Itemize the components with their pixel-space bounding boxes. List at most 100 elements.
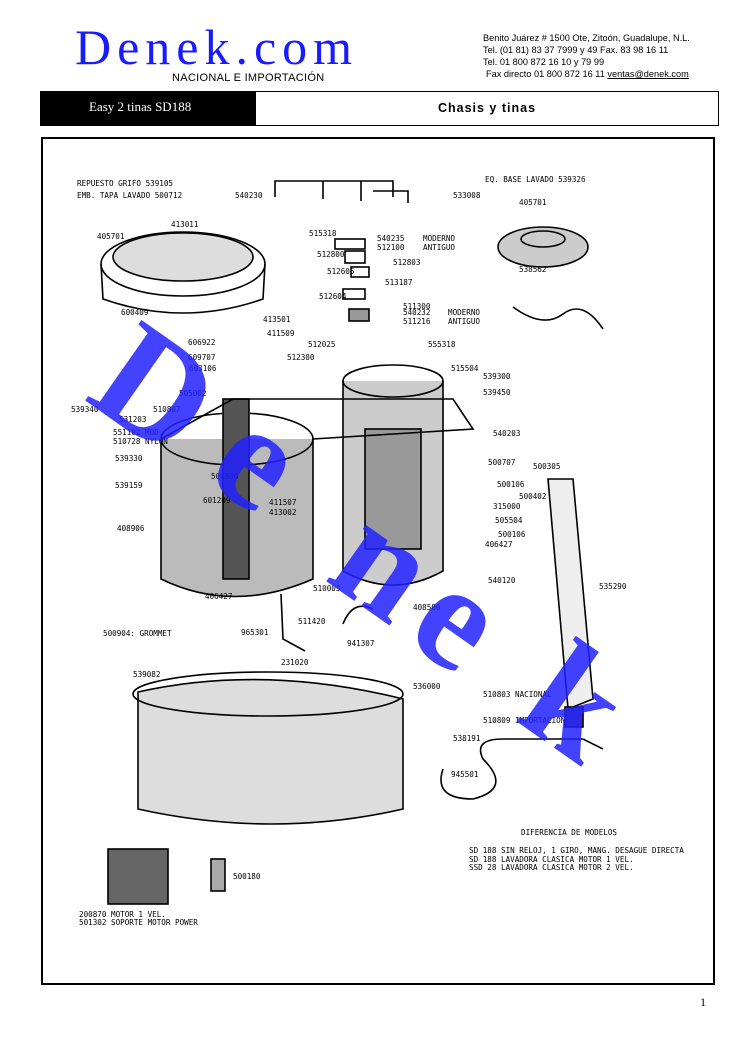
part-label: 539330 xyxy=(115,454,143,463)
part-label: 510809 IMPORTACION xyxy=(483,716,566,725)
contact-address: Benito Juárez # 1500 Ote, Zitoón, Guadal… xyxy=(483,33,690,43)
part-label: 411507 xyxy=(269,498,296,507)
valve-stack xyxy=(334,238,370,322)
motor-sleeve xyxy=(210,858,226,892)
part-label: SSD 28 LAVADORA CLASICA MOTOR 2 VEL. xyxy=(469,863,634,872)
part-label: 408500 xyxy=(413,603,441,612)
part-label: 603106 xyxy=(189,364,217,373)
cabinet xyxy=(132,671,404,825)
part-label: 500904: GROMMET xyxy=(103,629,172,638)
contact-toll-free: Tel. 01 800 872 16 10 y 79 99 xyxy=(483,57,605,67)
power-cord xyxy=(440,738,604,800)
part-label: 506538 xyxy=(211,472,239,481)
part-label: 510807 xyxy=(153,405,180,414)
part-label: 500180 xyxy=(233,872,261,881)
part-label: 538562 xyxy=(519,265,546,274)
part-label: 413501 xyxy=(263,315,291,324)
part-label: DIFERENCIA DE MODELOS xyxy=(521,828,617,837)
part-label: REPUESTO GRIFO 539105 xyxy=(77,179,173,188)
part-label: 500707 xyxy=(488,458,515,467)
part-label: 505002 xyxy=(179,389,206,398)
part-label: 601209 xyxy=(203,496,231,505)
inlet-pipe xyxy=(274,180,409,203)
part-label: MODERNO xyxy=(448,308,480,317)
part-label: 609707 xyxy=(188,353,215,362)
contact-fax: Fax directo 01 800 872 16 11 xyxy=(486,69,605,79)
part-label: 315000 xyxy=(493,502,521,511)
part-label: 512604 xyxy=(319,292,347,301)
contact-block: Benito Juárez # 1500 Ote, Zitoón, Guadal… xyxy=(483,32,690,80)
watermark-letter: k xyxy=(494,610,658,794)
part-label: 411509 xyxy=(267,329,295,338)
timer-knob xyxy=(564,706,584,728)
part-label: 539082 xyxy=(133,670,160,679)
part-label: ANTIGUO xyxy=(423,243,455,252)
part-label: 505504 xyxy=(495,516,523,525)
part-label: MODERNO xyxy=(423,234,455,243)
part-label: 515504 xyxy=(451,364,479,373)
part-label: 500106 xyxy=(497,480,525,489)
drain-elbow xyxy=(280,593,374,652)
part-label: 500106 xyxy=(498,530,526,539)
model-title: Easy 2 tinas SD188 xyxy=(41,92,256,125)
part-label: 513187 xyxy=(385,278,412,287)
part-label: 413002 xyxy=(269,508,296,517)
part-label: 965301 xyxy=(241,628,269,637)
part-label: 500402 xyxy=(519,492,546,501)
part-label: 531203 xyxy=(119,415,146,424)
part-label: 941307 xyxy=(347,639,374,648)
part-label: 512803 xyxy=(393,258,420,267)
part-label: 540203 xyxy=(493,429,520,438)
part-label: 413011 xyxy=(171,220,199,229)
part-label: 533008 xyxy=(453,191,481,200)
part-label: 500305 xyxy=(533,462,560,471)
part-label: 511216 xyxy=(403,317,431,326)
logo-subtitle: NACIONAL E IMPORTACIÓN xyxy=(172,72,325,84)
part-label: 555318 xyxy=(428,340,456,349)
chassis-top-frame xyxy=(160,398,475,440)
part-label: 512100 xyxy=(377,243,405,252)
part-label: 536000 xyxy=(413,682,441,691)
part-label: 515318 xyxy=(309,229,337,238)
part-label: 510003 xyxy=(313,584,340,593)
part-label: 539300 xyxy=(483,372,511,381)
part-label: 511420 xyxy=(298,617,326,626)
part-label: 512800 xyxy=(317,250,345,259)
part-label: 945501 xyxy=(451,770,479,779)
part-label: 405701 xyxy=(97,232,125,241)
part-label: 540120 xyxy=(488,576,516,585)
part-label: 405701 xyxy=(519,198,547,207)
part-label: 551102 MOD. xyxy=(113,428,163,437)
contact-email-link[interactable]: ventas@denek.com xyxy=(607,69,689,79)
part-label: 600409 xyxy=(121,308,149,317)
part-label: 512300 xyxy=(287,353,315,362)
part-label: SD 188 SIN RELOJ, 1 GIRO, MANG. DESAGUE … xyxy=(469,846,684,855)
part-label: 406427 xyxy=(485,540,512,549)
contact-phone: Tel. (01 81) 83 37 7999 y 49 Fax. 83 98 … xyxy=(483,45,669,55)
contact-fax-row: Fax directo 01 800 872 16 11 ventas@dene… xyxy=(486,68,690,80)
drain-hose xyxy=(512,306,604,330)
part-label: 538191 xyxy=(453,734,481,743)
part-label: 512025 xyxy=(308,340,335,349)
motor xyxy=(107,848,169,905)
part-label: EMB. TAPA LAVADO 500712 xyxy=(77,191,182,200)
part-label: 510803 NACIONAL xyxy=(483,690,552,699)
page-number: 1 xyxy=(700,995,706,1009)
part-label: 539450 xyxy=(483,388,511,397)
title-bar: Easy 2 tinas SD188 Chasis y tinas xyxy=(40,91,719,126)
part-label: ANTIGUO xyxy=(448,317,480,326)
part-label: 200870 MOTOR 1 VEL. xyxy=(79,910,166,919)
logo: Denek.com xyxy=(75,19,359,75)
part-label: 540230 xyxy=(235,191,263,200)
part-label: 540232 xyxy=(403,308,430,317)
part-label: 606922 xyxy=(188,338,215,347)
part-label: 231020 xyxy=(281,658,309,667)
part-label: 539340 xyxy=(71,405,99,414)
part-label: 535290 xyxy=(599,582,627,591)
part-label: 540235 xyxy=(377,234,404,243)
section-title: Chasis y tinas xyxy=(437,101,537,115)
part-label: SD 188 LAVADORA CLASICA MOTOR 1 VEL. xyxy=(469,855,634,864)
